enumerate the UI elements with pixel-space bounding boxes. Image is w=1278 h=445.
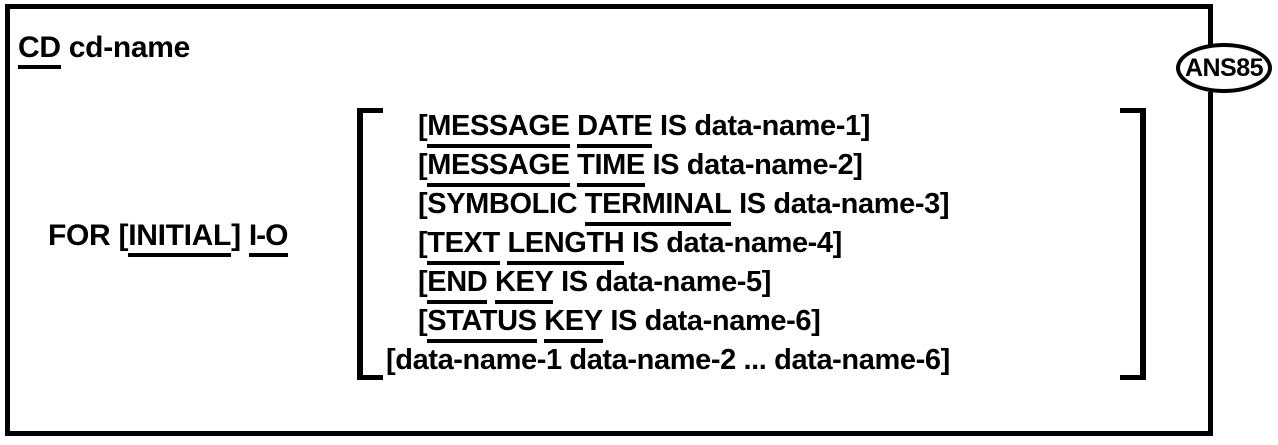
option-close-bracket: ]: [853, 149, 863, 181]
option-word: MESSAGE: [427, 110, 570, 148]
option-word: data-name-6: [774, 344, 941, 376]
option-word: IS: [652, 149, 680, 181]
option-word: IS: [631, 227, 659, 259]
option-clause-list: [MESSAGE DATE IS data-name-1][MESSAGE TI…: [386, 108, 1106, 381]
frame-left-border: [5, 4, 10, 436]
option-word: TERMINAL: [584, 188, 732, 226]
option-word: data-name-6: [644, 305, 812, 337]
option-word: IS: [610, 305, 637, 337]
option-close-bracket: ]: [940, 344, 951, 376]
option-word: STATUS: [427, 305, 537, 343]
option-word: TEXT: [427, 227, 500, 265]
option-word: data-name-2: [686, 149, 854, 181]
option-line-symbolic-terminal: [SYMBOLIC TERMINAL IS data-name-3]: [386, 186, 1106, 226]
option-open-bracket: [: [418, 188, 428, 220]
option-close-bracket: ]: [939, 188, 950, 220]
option-word: END: [427, 266, 488, 304]
cd-clause: CD cd-name: [18, 31, 191, 69]
option-close-bracket: ]: [811, 305, 821, 337]
option-open-bracket: [: [386, 344, 396, 376]
for-clause: FOR [INITIAL] I-O: [48, 219, 288, 257]
frame-bottom-border: [5, 431, 1213, 436]
frame-right-border-upper: [1208, 4, 1213, 47]
option-open-bracket: [: [418, 305, 428, 337]
option-open-bracket: [: [418, 110, 428, 142]
option-open-bracket: [: [418, 266, 428, 298]
option-word: TIME: [577, 149, 645, 187]
option-close-bracket: ]: [860, 110, 871, 142]
cd-space: [61, 31, 69, 64]
option-bracket-right: [1120, 108, 1146, 380]
option-line-end-key: [END KEY IS data-name-5]: [386, 264, 1106, 304]
option-close-bracket: ]: [832, 227, 843, 259]
option-word: data-name-5: [595, 266, 762, 298]
ans85-standard-badge: ANS85: [1176, 43, 1272, 93]
option-open-bracket: [: [418, 227, 428, 259]
option-word: LENGTH: [507, 227, 625, 265]
for-keyword: FOR: [48, 219, 111, 252]
option-word: SYMBOLIC: [427, 188, 578, 220]
option-word: IS: [561, 266, 588, 298]
option-line-status-key: [STATUS KEY IS data-name-6]: [386, 303, 1106, 343]
option-line-message-date: [MESSAGE DATE IS data-name-1]: [386, 108, 1106, 148]
option-word: data-name-1: [694, 110, 861, 142]
initial-open-bracket: [: [118, 219, 129, 252]
initial-keyword: INITIAL: [128, 219, 232, 257]
cd-name-operand: cd-name: [68, 31, 191, 64]
option-bracket-left: [357, 108, 383, 380]
option-close-bracket: ]: [761, 266, 772, 298]
option-line-data-name-list: [data-name-1 data-name-2 ... data-name-6…: [386, 342, 1106, 381]
option-word: KEY: [544, 305, 604, 343]
option-word: data-name-3: [773, 188, 940, 220]
option-word: KEY: [494, 266, 554, 304]
cd-keyword: CD: [18, 31, 61, 69]
ans85-badge-label: ANS85: [1184, 53, 1264, 82]
option-line-message-time: [MESSAGE TIME IS data-name-2]: [386, 147, 1106, 187]
initial-close-bracket: ]: [231, 219, 241, 252]
option-word: data-name-4: [666, 227, 833, 259]
option-line-text-length: [TEXT LENGTH IS data-name-4]: [386, 225, 1106, 265]
option-word: MESSAGE: [427, 149, 570, 187]
io-mode-keyword: I-O: [248, 219, 288, 257]
option-word: data-name-2: [569, 344, 736, 376]
option-open-bracket: [: [418, 149, 428, 181]
option-word: ...: [743, 344, 767, 376]
option-word: IS: [739, 188, 766, 220]
frame-right-border-lower: [1208, 92, 1213, 436]
option-word: data-name-1: [395, 344, 562, 376]
option-word: DATE: [577, 110, 653, 148]
option-word: IS: [660, 110, 687, 142]
frame-top-border: [5, 4, 1213, 9]
